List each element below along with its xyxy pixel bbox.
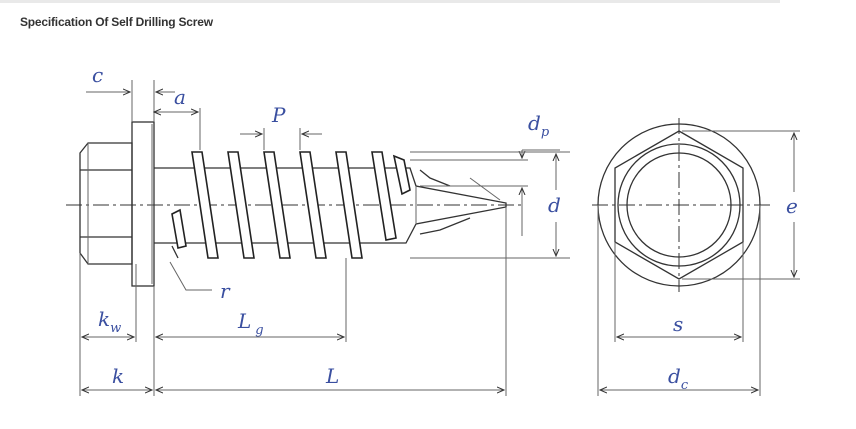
dimension-lines [79, 80, 800, 396]
shank [154, 167, 507, 244]
label-s: s [673, 312, 683, 336]
label-a: a [174, 85, 186, 109]
label-c: c [92, 63, 103, 87]
top-divider [0, 0, 780, 3]
label-P: P [271, 103, 286, 127]
flange [131, 121, 155, 287]
label-L: L [325, 364, 339, 388]
page-title: Specification Of Self Drilling Screw [20, 15, 213, 29]
label-r: r [220, 279, 231, 303]
label-dc: dc [668, 364, 689, 393]
threads [171, 151, 411, 259]
label-k: k [112, 364, 124, 388]
label-d: d [548, 193, 561, 217]
shank-circle [626, 152, 732, 258]
hex-chamfer-circle [617, 143, 741, 267]
label-e: e [786, 194, 798, 218]
label-dp: dp [528, 111, 550, 140]
screw-end-view [592, 118, 772, 292]
hex-outline [614, 130, 744, 280]
screw-side-view [66, 121, 525, 287]
label-kw: kw [98, 307, 121, 336]
